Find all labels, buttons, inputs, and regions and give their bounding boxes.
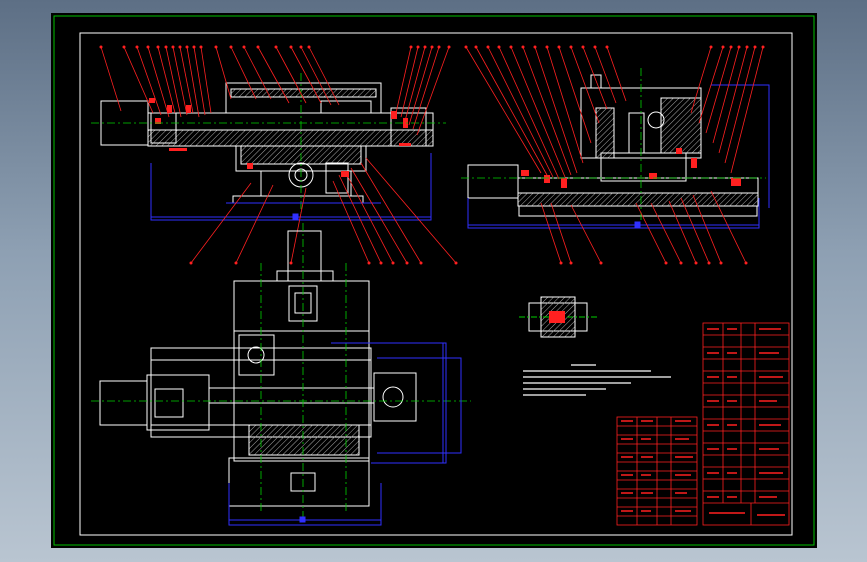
outer-frame (53, 15, 815, 546)
front-view-centerlines (91, 73, 446, 213)
front-view-red-parts (149, 98, 411, 177)
parts-list-left (616, 416, 698, 526)
inner-frame (79, 32, 793, 536)
side-view-centerlines (461, 68, 766, 223)
front-view-dimensions (150, 153, 432, 221)
side-view-dimensions (467, 84, 770, 229)
top-view-dimensions (228, 342, 462, 526)
top-view (99, 230, 417, 507)
parts-list-right (702, 322, 790, 526)
assembly-drawing-sheet (53, 15, 815, 546)
side-view-red-parts (521, 148, 741, 188)
side-view-leader-lines (465, 46, 764, 264)
technical-notes (523, 364, 671, 396)
top-view-centerlines (91, 223, 471, 518)
side-view-balloons (464, 45, 765, 265)
title-block-text-strokes (621, 328, 785, 516)
cad-drawing-viewport[interactable] (51, 13, 817, 548)
front-view-leader-lines (100, 46, 457, 264)
side-view (467, 74, 759, 217)
section-detail (519, 296, 597, 338)
front-view-balloons (99, 45, 458, 265)
